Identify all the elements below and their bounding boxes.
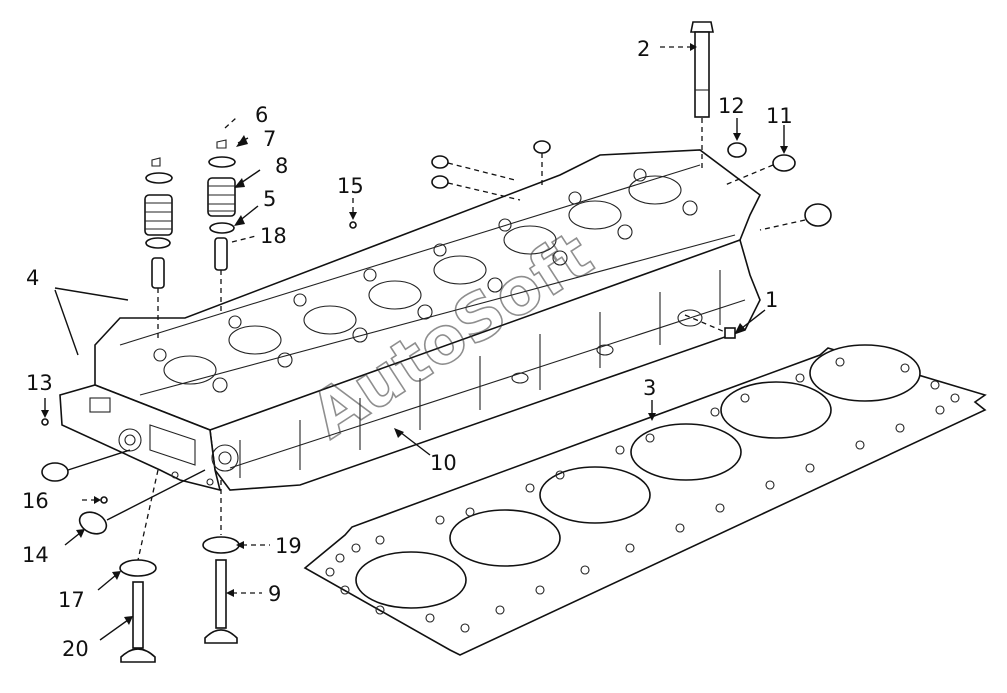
callout-9: 9 bbox=[268, 582, 281, 606]
callout-11: 11 bbox=[766, 104, 793, 128]
valve-assembly-left bbox=[137, 157, 173, 561]
valve-20 bbox=[120, 581, 156, 663]
callout-3: 3 bbox=[643, 376, 656, 400]
head-end-details bbox=[89, 397, 239, 486]
valve-seat-17 bbox=[119, 559, 157, 577]
callout-18: 18 bbox=[260, 224, 287, 248]
top-seals bbox=[431, 140, 551, 201]
callout-2: 2 bbox=[637, 37, 650, 61]
ball-plug-13 bbox=[41, 418, 49, 426]
plug-12 bbox=[727, 142, 747, 158]
callout-20: 20 bbox=[62, 637, 89, 661]
valve-assembly-right bbox=[207, 139, 236, 535]
callout-13: 13 bbox=[26, 371, 53, 395]
seal-ring-14 bbox=[78, 469, 206, 535]
callout-15: 15 bbox=[337, 174, 364, 198]
callout-5: 5 bbox=[263, 187, 276, 211]
valve-9 bbox=[204, 559, 238, 644]
callout-16: 16 bbox=[22, 489, 49, 513]
cylinder-head bbox=[59, 149, 762, 492]
ball-plug-16 bbox=[100, 496, 108, 504]
gasket-small-holes bbox=[325, 357, 960, 633]
head-top-pockets bbox=[119, 164, 736, 396]
callout-8: 8 bbox=[275, 154, 288, 178]
callout-12: 12 bbox=[718, 94, 745, 118]
callout-19: 19 bbox=[275, 534, 302, 558]
callout-7: 7 bbox=[263, 127, 276, 151]
leader-lines bbox=[41, 43, 788, 641]
dowel-pin bbox=[349, 221, 357, 229]
callout-10: 10 bbox=[430, 451, 457, 475]
valve-seat-19 bbox=[202, 536, 240, 554]
head-gasket bbox=[303, 344, 987, 656]
callout-labels: 1 2 3 4 5 6 7 8 9 10 11 12 13 14 15 16 1… bbox=[22, 37, 793, 661]
head-side-ribs bbox=[229, 270, 746, 478]
head-bolt bbox=[690, 21, 714, 170]
callout-1: 1 bbox=[765, 288, 778, 312]
callout-6: 6 bbox=[255, 103, 268, 127]
end-plug bbox=[759, 203, 832, 231]
callout-17: 17 bbox=[58, 588, 85, 612]
callout-14: 14 bbox=[22, 543, 49, 567]
plug-11 bbox=[724, 154, 796, 186]
o-ring bbox=[41, 449, 131, 482]
callout-4: 4 bbox=[26, 266, 39, 290]
